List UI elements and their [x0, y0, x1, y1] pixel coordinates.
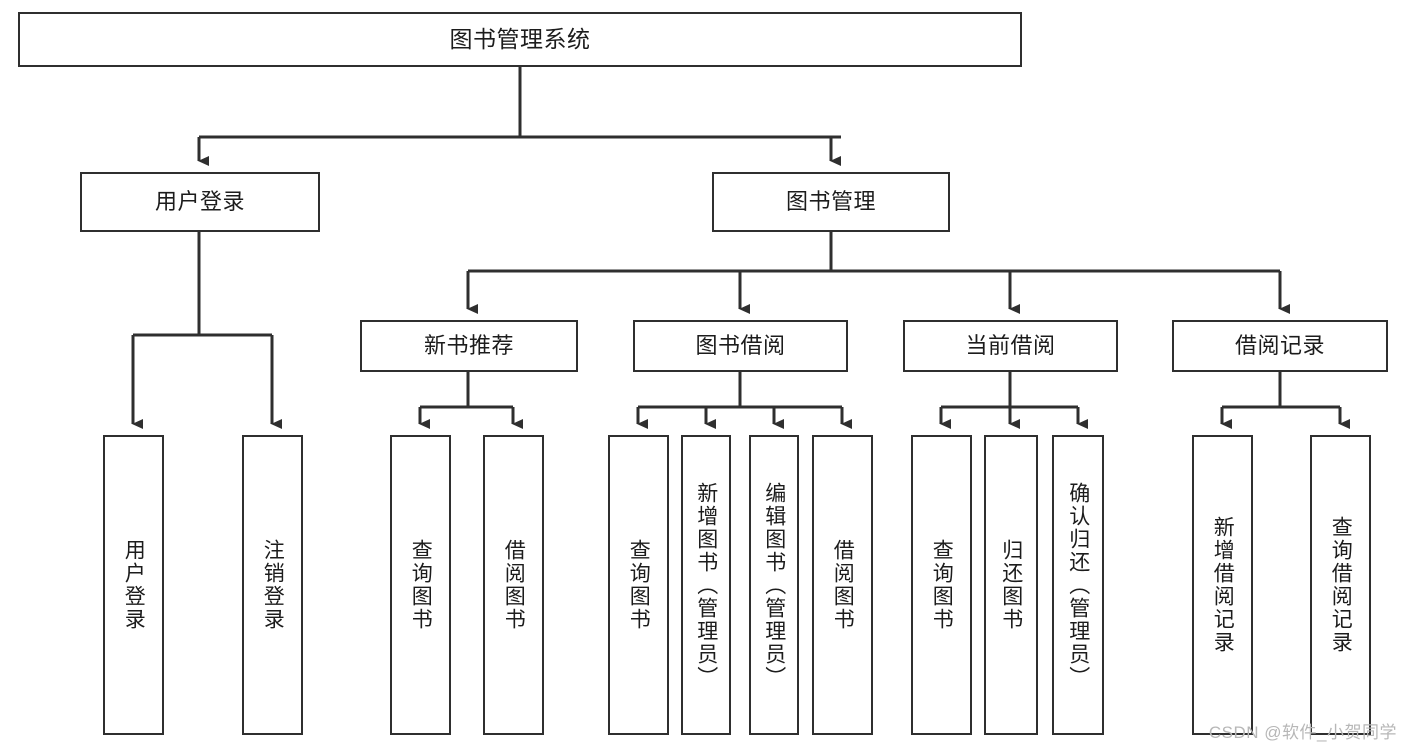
node-new-book-recommend-label: 新书推荐 [423, 333, 514, 359]
leaf-query-borrow-record[interactable]: 查询借阅记录 [1310, 435, 1371, 735]
leaf-confirm-return-admin[interactable]: 确认归还（管理员） [1052, 435, 1104, 735]
leaf-borrow-book-recommend[interactable]: 借阅图书 [483, 435, 544, 735]
node-current-borrow-label: 当前借阅 [965, 333, 1056, 359]
node-borrow-records-label: 借阅记录 [1234, 333, 1325, 359]
leaf-return-book-label: 归还图书 [999, 539, 1023, 631]
leaf-query-book-recommend[interactable]: 查询图书 [390, 435, 451, 735]
leaf-borrow-book-label: 借阅图书 [831, 539, 855, 631]
leaf-borrow-book-recommend-label: 借阅图书 [502, 539, 526, 631]
node-root[interactable]: 图书管理系统 [18, 12, 1022, 67]
node-book-management-label: 图书管理 [785, 189, 876, 215]
leaf-add-book-admin[interactable]: 新增图书（管理员） [681, 435, 731, 735]
leaf-edit-book-admin-label: 编辑图书（管理员） [762, 481, 786, 689]
leaf-add-borrow-record-label: 新增借阅记录 [1211, 516, 1235, 654]
node-user-login[interactable]: 用户登录 [80, 172, 320, 232]
leaf-query-book[interactable]: 查询图书 [608, 435, 669, 735]
node-borrow-records[interactable]: 借阅记录 [1172, 320, 1388, 372]
leaf-return-book[interactable]: 归还图书 [984, 435, 1038, 735]
node-user-login-label: 用户登录 [154, 189, 245, 215]
node-new-book-recommend[interactable]: 新书推荐 [360, 320, 578, 372]
leaf-confirm-return-admin-label: 确认归还（管理员） [1066, 481, 1090, 689]
leaf-query-borrow-record-label: 查询借阅记录 [1329, 516, 1353, 654]
node-book-borrow[interactable]: 图书借阅 [633, 320, 848, 372]
node-current-borrow[interactable]: 当前借阅 [903, 320, 1118, 372]
leaf-logout[interactable]: 注销登录 [242, 435, 303, 735]
node-root-label: 图书管理系统 [449, 25, 591, 52]
leaf-logout-label: 注销登录 [261, 539, 285, 631]
leaf-user-login-label: 用户登录 [122, 539, 146, 631]
watermark: CSDN @软件_小贺同学 [1208, 723, 1397, 742]
leaf-borrow-book[interactable]: 借阅图书 [812, 435, 873, 735]
leaf-add-borrow-record[interactable]: 新增借阅记录 [1192, 435, 1253, 735]
leaf-edit-book-admin[interactable]: 编辑图书（管理员） [749, 435, 799, 735]
node-book-management[interactable]: 图书管理 [712, 172, 950, 232]
leaf-query-book-current-label: 查询图书 [930, 539, 954, 631]
leaf-query-book-label: 查询图书 [627, 539, 651, 631]
leaf-query-book-current[interactable]: 查询图书 [911, 435, 972, 735]
leaf-query-book-recommend-label: 查询图书 [409, 539, 433, 631]
node-book-borrow-label: 图书借阅 [695, 333, 786, 359]
leaf-add-book-admin-label: 新增图书（管理员） [694, 481, 718, 689]
leaf-user-login[interactable]: 用户登录 [103, 435, 164, 735]
